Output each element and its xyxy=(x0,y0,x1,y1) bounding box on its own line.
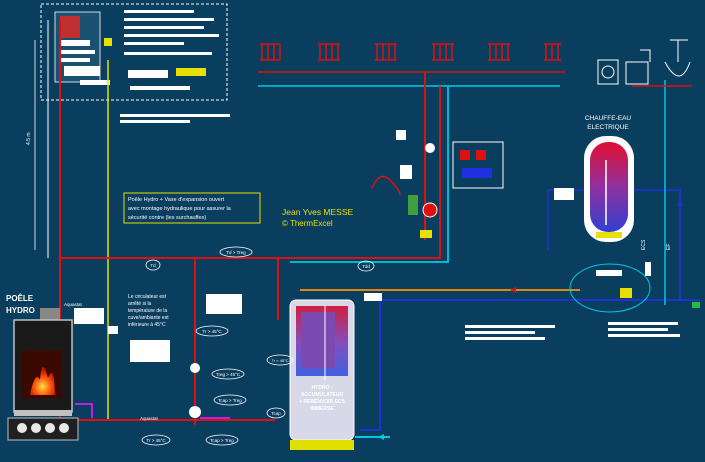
curve-sketch xyxy=(371,175,401,196)
green-valve xyxy=(692,302,700,308)
flow-arrow-cold xyxy=(378,434,384,440)
aquastat-label-top: Aquastat xyxy=(64,302,83,307)
tank-label-3: + REBENVOIR ECS xyxy=(299,399,345,405)
svg-text:Tcap > Treg: Tcap > Treg xyxy=(210,438,234,443)
water-heater-title-2: ELECTRIQUE xyxy=(587,124,629,131)
tag-td: Td xyxy=(145,259,161,271)
magenta-pipe xyxy=(75,403,230,419)
stove-title-line-1: POÊLE xyxy=(6,294,34,303)
tag-tr45-mid: Tr > 45°C xyxy=(266,354,294,366)
tank-label-2: ACCUMULATEUR xyxy=(301,392,344,398)
tag-tcap-lower: Tcap > Treg xyxy=(205,434,239,446)
flow-arrow-up xyxy=(677,200,683,206)
radiators xyxy=(260,43,562,61)
cold-riser-mid xyxy=(290,86,449,263)
water-heater-title-1: CHAUFFE-EAU xyxy=(585,115,632,122)
ecs-label: ECS xyxy=(641,239,647,250)
svg-text:Treg > 45°C: Treg > 45°C xyxy=(216,372,241,377)
hot-header xyxy=(60,86,441,259)
aquastat-label-bottom: Aquastat xyxy=(140,416,159,421)
tag-tcap: Tcap xyxy=(266,407,286,419)
sanitary-appliances xyxy=(597,39,691,85)
regulation-detail xyxy=(452,141,504,189)
circulator-note-4: cuve/ambiante est xyxy=(128,315,169,321)
note-line-2: avec montage hydraulique pour assurer la xyxy=(128,206,232,212)
ef-label: EF xyxy=(666,244,672,250)
svg-text:Td: Td xyxy=(150,263,156,268)
tag-tcap-upper: Tcap > Treg xyxy=(213,394,247,406)
tank-label-1: HYDRO - xyxy=(311,385,332,391)
tag-tdd: Tdd xyxy=(357,260,375,272)
tag-tr45-upper: Tr > 45°C xyxy=(195,325,229,337)
svg-text:Tcap > Treg: Tcap > Treg xyxy=(218,398,242,403)
circulator-note-3: température de la xyxy=(128,308,167,314)
tank-label-4: IMMERSE xyxy=(310,406,334,412)
author-copyright: © ThermExcel xyxy=(282,219,333,228)
author-name: Jean Yves MESSE xyxy=(282,207,354,217)
svg-text:Tr > 45°C: Tr > 45°C xyxy=(271,358,288,363)
hydro-accumulator xyxy=(289,299,355,450)
stove xyxy=(7,308,79,441)
stove-title-line-2: HYDRO xyxy=(6,306,35,315)
note-box xyxy=(123,192,261,224)
heater-connection-detail xyxy=(569,263,651,313)
tag-treg: Treg > 45°C xyxy=(211,368,245,380)
blue-return-pipe xyxy=(360,299,700,431)
svg-text:Tr > 45°C: Tr > 45°C xyxy=(146,438,166,443)
detail-panel xyxy=(40,3,230,123)
electric-water-heater xyxy=(584,136,634,242)
note-line-3: sécurité contre (les surchauffes) xyxy=(128,215,206,221)
circulator-note-5: inférieure à 45°C xyxy=(128,322,166,328)
circulator-note-1: Le circulateur est xyxy=(128,294,167,300)
svg-text:Tdd: Tdd xyxy=(362,264,370,269)
annotation-bars xyxy=(465,322,680,340)
svg-text:Td > Treg: Td > Treg xyxy=(226,250,246,255)
svg-text:Tr > 45°C: Tr > 45°C xyxy=(202,329,222,334)
flow-arrow-left xyxy=(510,287,516,293)
svg-text:Tcap: Tcap xyxy=(271,411,281,416)
circulator-note-2: arrêté si la xyxy=(128,301,152,307)
note-line-1: Poêle Hydro + Vase d'expansion ouvert xyxy=(128,197,225,203)
valve-cluster xyxy=(396,130,438,238)
pumps xyxy=(74,188,651,418)
tag-tr45-lower: Tr > 45°C xyxy=(141,434,171,446)
tag-td-treg: Td > Treg xyxy=(219,246,253,258)
height-dimension: 4.5 m xyxy=(26,132,32,145)
